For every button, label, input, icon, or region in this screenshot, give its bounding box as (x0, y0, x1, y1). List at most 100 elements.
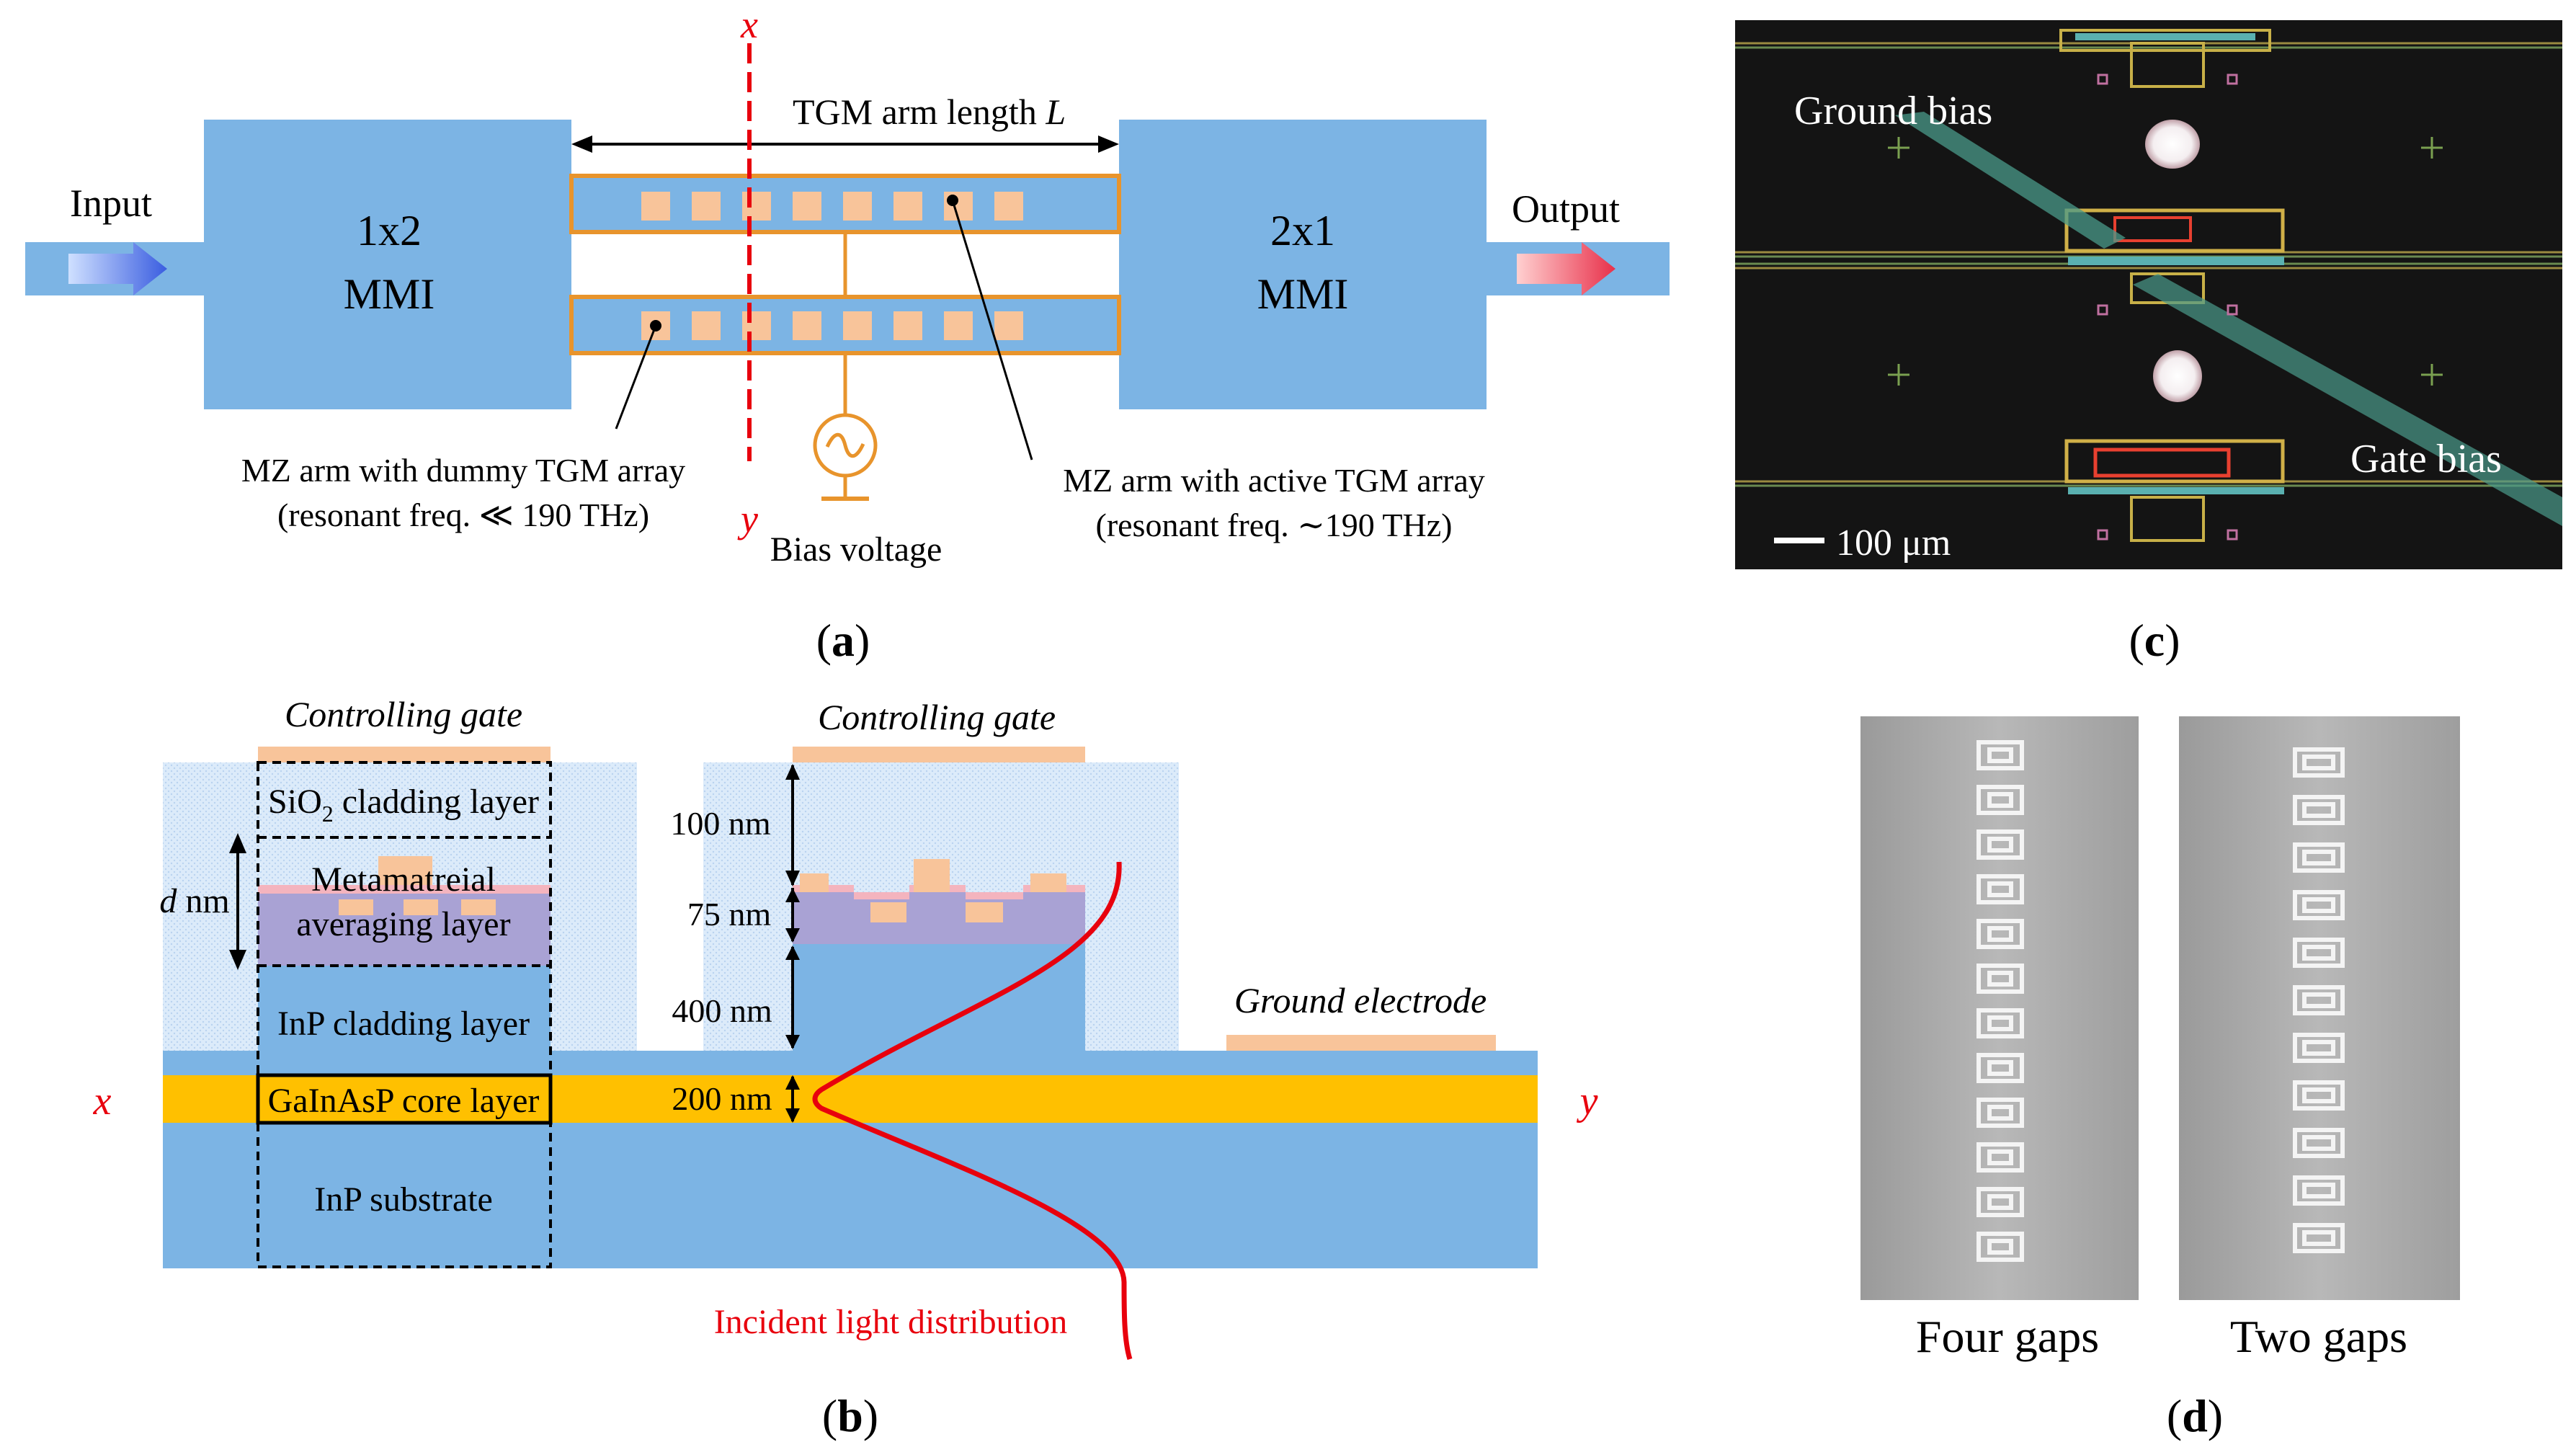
inp-cladding-left (258, 966, 551, 1051)
sem-cell (1987, 837, 2013, 853)
dim-200: 200 nm (672, 1080, 772, 1117)
sem-cell (2302, 897, 2335, 913)
mmi-left (204, 120, 571, 409)
active-leader (951, 200, 1033, 460)
controlling-gate-left (258, 747, 551, 762)
ground-electrode-label: Ground electrode (1234, 980, 1487, 1020)
sem-cell (2302, 1135, 2335, 1151)
mmi-left-line2: MMI (344, 270, 435, 318)
sem-cell (1976, 1142, 2024, 1173)
mmi-left-line1: 1x2 (357, 207, 422, 254)
b-y-label: y (1577, 1079, 1598, 1123)
panel-c: Ground bias Gate bias 100 μm (c) (1735, 20, 2562, 666)
sem-cell (2293, 1080, 2345, 1111)
sem-cell (1987, 1194, 2013, 1210)
mmi-right-line2: MMI (1257, 270, 1349, 318)
gate-probe-icon (2133, 274, 2562, 526)
ground-electrode (1226, 1035, 1496, 1051)
two-gaps-label: Two gaps (2230, 1311, 2407, 1362)
sem-cell (2302, 945, 2335, 961)
mmi-right (1119, 120, 1487, 409)
sem-cell (1987, 792, 2013, 808)
gainasp-core (163, 1075, 1538, 1123)
panel-b: Controlling gate Controlling gate Ground… (93, 694, 1598, 1441)
core-label: GaInAsP core layer (268, 1082, 540, 1120)
sem-cell (1987, 747, 2013, 763)
sem-cell (2302, 755, 2335, 770)
gate-bias-label: Gate bias (2350, 437, 2502, 481)
sem-cell (1976, 1187, 2024, 1217)
sem-cell (2293, 842, 2345, 873)
sem-cell (1987, 881, 2013, 897)
output-arrow-icon (1517, 242, 1615, 295)
sem-cell (1976, 874, 2024, 904)
four-gaps-label: Four gaps (1916, 1311, 2099, 1362)
sio2-label: SiO2 cladding layer (268, 783, 539, 827)
incident-light-label: Incident light distribution (714, 1303, 1068, 1341)
substrate-label: InP substrate (314, 1180, 493, 1219)
panel-c-label: (c) (2129, 615, 2180, 666)
inp-cladding-right (793, 944, 1085, 1051)
sem-cell (1987, 1105, 2013, 1121)
inp-substrate (163, 1123, 1538, 1268)
input-arrow-icon (68, 242, 167, 295)
sem-cell (1976, 919, 2024, 949)
meta-label-1: Metamatreial (311, 860, 496, 899)
active-arm-label-1: MZ arm with active TGM array (1063, 462, 1484, 499)
sem-cell (2293, 890, 2345, 920)
panel-b-label: (b) (822, 1390, 878, 1441)
sem-cell (1976, 1098, 2024, 1128)
sem-cell (2293, 1128, 2345, 1158)
sem-cell (2293, 795, 2345, 825)
sem-cell (2302, 802, 2335, 818)
ground-bias-label: Ground bias (1794, 89, 1992, 133)
output-label: Output (1512, 187, 1620, 231)
dummy-leader (615, 325, 657, 430)
gate-label-left: Controlling gate (285, 694, 522, 734)
sem-cell (1976, 1232, 2024, 1262)
ground-probe-icon (1895, 112, 2126, 249)
bias-label: Bias voltage (770, 530, 942, 569)
microscope-image (1735, 20, 2562, 569)
scale-bar (1774, 538, 1824, 543)
dim-400: 400 nm (672, 992, 772, 1029)
core-box (256, 1073, 553, 1125)
sem-cell (2293, 747, 2345, 778)
controlling-gate-right (793, 747, 1085, 762)
panel-a: Input Output 1x2 MMI 2x1 MMI (25, 3, 1670, 666)
meta-label-2: averaging layer (296, 905, 510, 943)
sem-cell (1976, 1053, 2024, 1083)
scale-bar-label: 100 μm (1836, 522, 1951, 564)
sem-cell (1987, 1239, 2013, 1255)
sem-cell (1976, 1008, 2024, 1038)
dummy-tgm-array (641, 311, 1023, 340)
sem-cell (2293, 985, 2345, 1015)
sem-cell (2293, 1223, 2345, 1253)
sem-cell (2293, 1033, 2345, 1063)
mmi-right-line1: 2x1 (1270, 207, 1335, 254)
sem-cell (1976, 964, 2024, 994)
sem-cell (2293, 938, 2345, 968)
panel-d-label: (d) (2167, 1390, 2223, 1441)
dim-75: 75 nm (687, 896, 772, 933)
sem-cell (1976, 829, 2024, 860)
dummy-arm-label-2: (resonant freq. ≪ 190 THz) (277, 497, 649, 533)
sem-cell (2302, 1087, 2335, 1103)
cut-x-label: x (740, 3, 758, 46)
dim-100: 100 nm (670, 805, 771, 842)
sem-cell (2302, 1183, 2335, 1198)
meta-layer-left (258, 885, 551, 966)
active-arm-label-2: (resonant freq. ∼190 THz) (1096, 507, 1453, 543)
sem-cell (1987, 971, 2013, 987)
inp-cladding-label: InP cladding layer (277, 1005, 530, 1043)
sem-cell (1976, 740, 2024, 770)
input-label: Input (70, 182, 152, 225)
arm-length-label: TGM arm length L (793, 92, 1066, 132)
sem-cell (1987, 926, 2013, 942)
b-x-label: x (93, 1079, 112, 1123)
cut-y-label: y (737, 497, 758, 540)
sem-cell (2302, 1230, 2335, 1246)
sem-cell (1987, 1149, 2013, 1165)
incident-light-curve (812, 861, 1133, 1361)
sem-cell (1987, 1015, 2013, 1031)
